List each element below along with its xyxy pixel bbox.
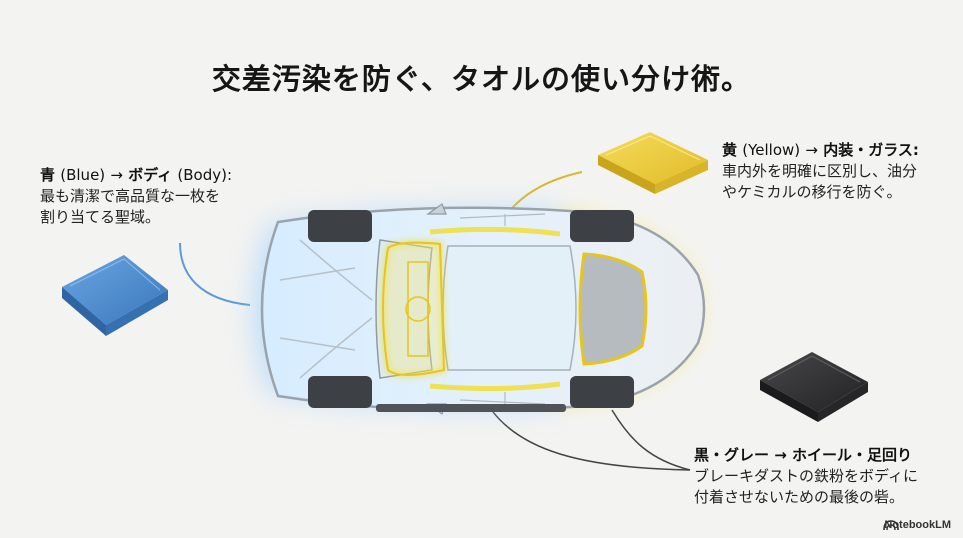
yellow-towel-note: 黄 (Yellow) → 内装・ガラス: 車内外を明確に区別し、油分 やケミカル… [722,140,957,203]
blue-color-en: (Blue) [60,166,106,184]
yellow-note-line-1: 車内外を明確に区別し、油分 [722,162,918,180]
hood-lines [279,239,373,379]
car-roof [442,245,577,371]
rear-window [578,252,648,366]
blue-note-line-1: 最も清潔で高品質な一枚を [40,187,221,205]
page-title: 交差汚染を防ぐ、タオルの使い分け術。 [211,62,752,96]
yellow-towel-icon [598,132,708,194]
yellow-color-en: (Yellow) [742,141,801,159]
blue-arrow: → [110,166,123,184]
blue-color-name: 青 [40,166,56,184]
black-connector-line-1 [489,407,691,471]
yellow-arrow: → [805,141,818,159]
black-towel-icon [760,352,868,422]
black-note-line-2: 付着させないための最後の砦。 [694,488,905,506]
yellow-color-name: 黄 [722,141,738,159]
blue-target-en: (Body): [177,166,233,184]
blue-target: ボディ [128,166,173,184]
yellow-note-heading: 黄 (Yellow) → 内装・ガラス: [722,140,957,161]
yellow-note-line-2: やケミカルの移行を防ぐ。 [722,183,902,201]
notebooklm-logo: NotebookLM [884,519,951,531]
notebooklm-logo-icon [883,520,899,531]
wheels [308,210,634,412]
black-towel-note: 黒・グレー → ホイール・足回り ブレーキダストの鉄粉をボディに 付着させないた… [694,445,954,508]
blue-towel-note: 青 (Blue) → ボディ (Body): 最も清潔で高品質な一枚を 割り当て… [40,165,270,228]
blue-towel-icon [62,255,168,336]
door-lines [459,213,546,405]
black-connector-line-2 [611,409,691,471]
blue-note-heading: 青 (Blue) → ボディ (Body): [40,165,270,186]
blue-connector-line [179,242,251,306]
black-note-heading: 黒・グレー → ホイール・足回り [694,446,913,464]
black-note-line-1: ブレーキダストの鉄粉をボディに [694,467,918,485]
blue-note-line-2: 割り当てる聖域。 [40,208,161,226]
yellow-target: 内装・ガラス: [823,141,919,159]
left-mirror [426,203,447,215]
interior-glow [380,226,561,392]
